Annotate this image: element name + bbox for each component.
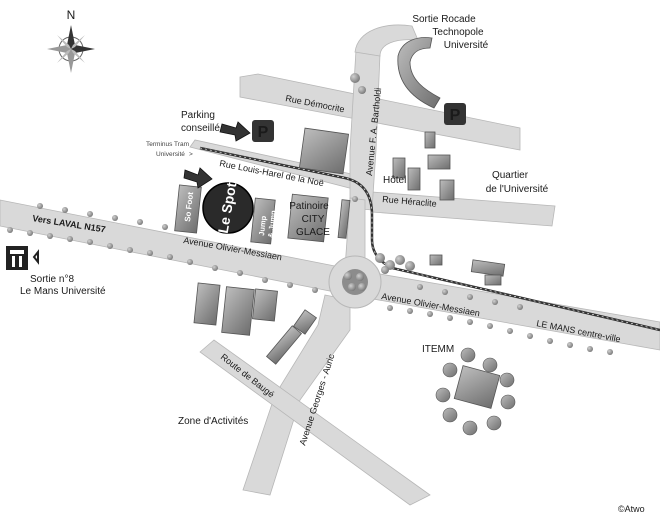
building-hotel bbox=[392, 157, 406, 179]
tram-line bbox=[199, 146, 660, 332]
compass-rose-icon bbox=[47, 25, 95, 73]
parking-sign-1: P bbox=[252, 120, 274, 142]
buildings bbox=[174, 37, 506, 409]
patinoire-label: Patinoire CITY GLACE bbox=[289, 201, 330, 238]
roundabout bbox=[328, 255, 382, 309]
zone-activites-label: Zone d'Activités bbox=[178, 416, 248, 427]
svg-text:Quartier: Quartier bbox=[492, 170, 529, 181]
building-so-foot bbox=[174, 184, 202, 234]
arrow-to-parking bbox=[219, 121, 251, 142]
building-jump bbox=[250, 197, 276, 245]
hotel-label: Hôtel bbox=[383, 175, 406, 186]
quartier-label: Quartier de l'Université bbox=[486, 170, 549, 195]
svg-text:conseillé: conseillé bbox=[181, 123, 220, 134]
copyright-label: ©Atwo bbox=[618, 504, 645, 514]
compass-north-label: N bbox=[67, 8, 76, 22]
sortie-8-label: Sortie n°8 Le Mans Université bbox=[20, 274, 106, 297]
arrows bbox=[183, 121, 251, 189]
arrow-to-le-spot bbox=[183, 167, 213, 189]
svg-text:P: P bbox=[450, 107, 461, 124]
road-avenue-georges-auric bbox=[242, 294, 351, 496]
svg-text:Terminus Tram: Terminus Tram bbox=[146, 141, 189, 148]
itemm-label: ITEMM bbox=[422, 344, 454, 355]
rue-heraclite-label: Rue Héraclite bbox=[382, 194, 437, 209]
svg-text:Université: Université bbox=[156, 151, 185, 158]
svg-text:& Jump: & Jump bbox=[266, 210, 278, 239]
svg-text:Technopole: Technopole bbox=[432, 27, 484, 38]
sortie-rocade-label: Sortie Rocade Technopole Université bbox=[412, 14, 488, 51]
road-route-de-bauge bbox=[199, 339, 431, 506]
le-spot-marker[interactable]: Le Spot bbox=[202, 181, 254, 235]
building-patinoire bbox=[287, 193, 329, 243]
svg-text:Le Mans Université: Le Mans Université bbox=[20, 286, 106, 297]
svg-text:Université: Université bbox=[444, 40, 489, 51]
itemm-pavilions bbox=[435, 347, 516, 436]
motorway-exit-icon bbox=[6, 246, 39, 270]
svg-text:Sortie n°8: Sortie n°8 bbox=[30, 274, 74, 285]
parking-conseille-label: Parking conseillé bbox=[181, 110, 220, 134]
jump-label: Jump & Jump bbox=[257, 210, 278, 239]
svg-text:Jump: Jump bbox=[257, 215, 268, 236]
svg-text:CITY: CITY bbox=[302, 214, 325, 225]
svg-text:GLACE: GLACE bbox=[296, 227, 330, 238]
roads bbox=[0, 24, 660, 506]
building-technopole bbox=[397, 37, 441, 109]
so-foot-label: So Foot bbox=[183, 191, 195, 222]
svg-text:Patinoire: Patinoire bbox=[289, 201, 329, 212]
parking-sign-2: P bbox=[444, 103, 466, 125]
terminus-tram-label: Terminus Tram Université > bbox=[146, 141, 193, 158]
svg-text:P: P bbox=[258, 124, 269, 141]
road-rue-democrite bbox=[239, 73, 521, 151]
svg-text:Parking: Parking bbox=[181, 110, 215, 121]
svg-text:>: > bbox=[189, 151, 193, 158]
svg-text:de l'Université: de l'Université bbox=[486, 184, 549, 195]
building-democrite bbox=[298, 127, 350, 175]
route-de-bauge-label: Route de Baugé bbox=[219, 352, 276, 400]
svg-text:Sortie Rocade: Sortie Rocade bbox=[412, 14, 476, 25]
road-sortie-rocade bbox=[354, 24, 419, 57]
